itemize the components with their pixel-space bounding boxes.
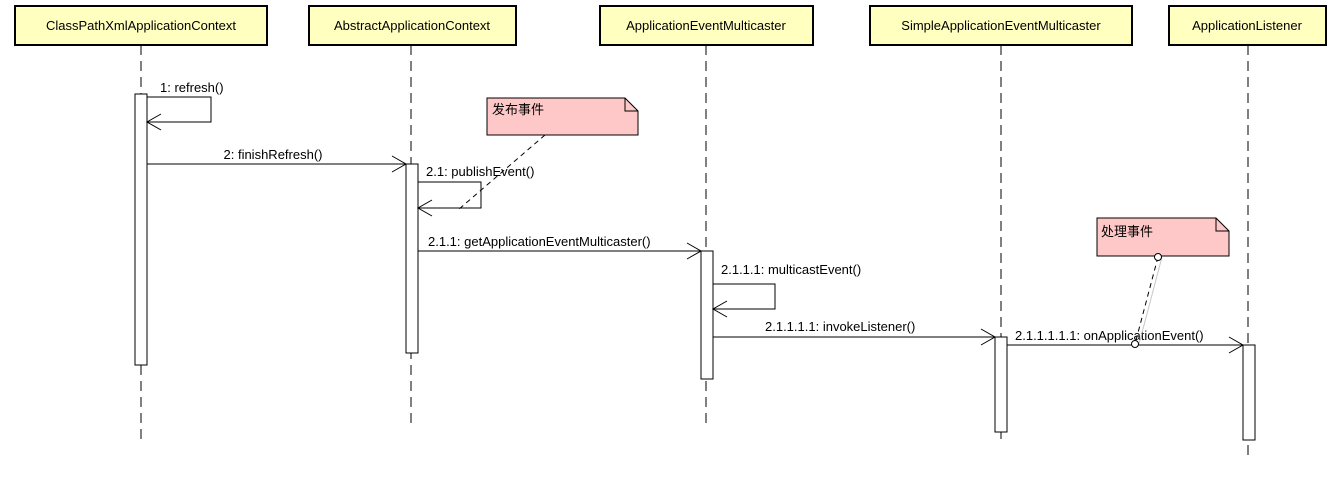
message-m4[interactable] xyxy=(418,242,703,260)
message-m5[interactable] xyxy=(711,283,776,318)
activations xyxy=(134,93,1256,441)
note-publish[interactable] xyxy=(457,97,639,211)
message-label-m3: 2.1: publishEvent() xyxy=(426,164,534,179)
participant-label: SimpleApplicationEventMulticaster xyxy=(901,18,1101,33)
participant-label: ApplicationEventMulticaster xyxy=(626,18,786,33)
note-link-handle xyxy=(1134,256,1159,345)
message-m1[interactable] xyxy=(145,96,212,131)
participant-label: ApplicationListener xyxy=(1192,18,1303,33)
activation-bar-cpx xyxy=(134,93,148,366)
note-text-handle: 处理事件 xyxy=(1101,225,1153,240)
participant-cpx[interactable]: ClassPathXmlApplicationContext xyxy=(14,5,268,46)
message-label-m5: 2.1.1.1: multicastEvent() xyxy=(721,262,861,277)
participant-al[interactable]: ApplicationListener xyxy=(1168,5,1327,46)
note-text-publish: 发布事件 xyxy=(492,102,544,118)
note-link-publish xyxy=(457,134,546,211)
participant-label: ClassPathXmlApplicationContext xyxy=(46,18,236,33)
message-label-m1: 1: refresh() xyxy=(160,80,224,95)
message-m2[interactable] xyxy=(147,155,408,173)
message-m3[interactable] xyxy=(416,181,482,217)
participant-label: AbstractApplicationContext xyxy=(334,18,490,33)
activation-bar-al xyxy=(1242,344,1256,441)
message-m6[interactable] xyxy=(713,328,997,346)
note-anchor-bottom xyxy=(1131,340,1139,348)
note-handle[interactable] xyxy=(1096,217,1230,348)
note-link-handle-shadow xyxy=(1138,256,1163,345)
note-anchor-top xyxy=(1154,253,1162,261)
activation-bar-saem xyxy=(994,336,1008,433)
message-label-m4: 2.1.1: getApplicationEventMulticaster() xyxy=(428,234,651,249)
activation-bar-aac xyxy=(405,163,419,354)
participant-aac[interactable]: AbstractApplicationContext xyxy=(308,5,517,46)
participant-saem[interactable]: SimpleApplicationEventMulticaster xyxy=(869,5,1133,46)
activation-bar-aem xyxy=(700,250,714,380)
lifelines xyxy=(140,45,1249,460)
message-m7[interactable] xyxy=(1007,336,1245,354)
participant-aem[interactable]: ApplicationEventMulticaster xyxy=(599,5,814,46)
message-label-m2: 2: finishRefresh() xyxy=(224,147,323,162)
message-label-m7: 2.1.1.1.1.1: onApplicationEvent() xyxy=(1015,328,1204,343)
message-label-m6: 2.1.1.1.1: invokeListener() xyxy=(765,319,915,334)
